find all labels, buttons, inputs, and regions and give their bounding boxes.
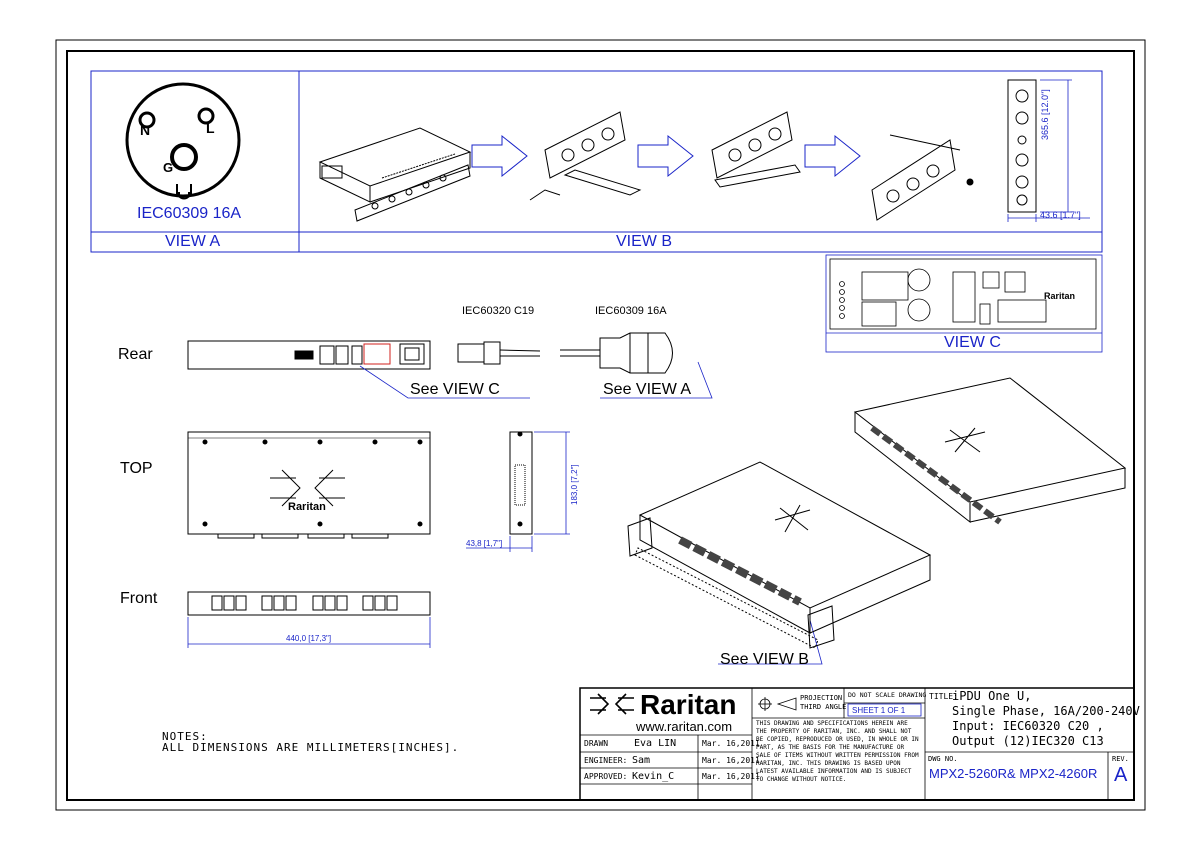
bracket-height-dimension: 365.6 [12.0"] xyxy=(1040,89,1050,140)
power-cord-connectors xyxy=(457,332,673,374)
engineer-name: Sam xyxy=(632,755,651,766)
bracket-dimension-lines xyxy=(1007,79,1090,222)
title-block-frame xyxy=(579,687,1135,801)
front-label: Front xyxy=(120,590,158,607)
view-a-label: VIEW A xyxy=(165,233,221,250)
disclaimer-text: THIS DRAWING AND SPECIFICATIONS HEREIN A… xyxy=(756,720,919,783)
top-view-drawing xyxy=(187,431,533,539)
raritan-logo-mark xyxy=(590,693,634,715)
connector-16a-label: IEC60309 16A xyxy=(595,305,667,317)
sheet-number: SHEET 1 OF 1 xyxy=(852,706,906,715)
view-c-raritan-logo: Raritan xyxy=(1044,291,1076,301)
engineer-label: ENGINEER: xyxy=(584,756,628,765)
title-label: TITLE: xyxy=(929,692,958,701)
top-label: TOP xyxy=(120,460,153,477)
side-height-dimension: 183,0 [7,2"] xyxy=(570,464,579,505)
title-line-4: Output (12)IEC320 C13 xyxy=(952,734,1104,748)
title-line-1: iPDU One U, xyxy=(952,689,1032,703)
front-width-dimension: 440,0 [17,3"] xyxy=(286,634,332,643)
view-a-socket-standard: IEC60309 16A xyxy=(137,205,242,222)
front-view-dimension-lines xyxy=(187,617,431,648)
see-view-b-label: See VIEW B xyxy=(720,651,809,668)
front-view-drawing xyxy=(187,591,431,616)
drawn-date: Mar. 16,2011 xyxy=(702,739,760,748)
approved-label: APPROVED: xyxy=(584,772,628,781)
rear-label: Rear xyxy=(118,346,153,363)
pin-g-label: G xyxy=(163,160,174,175)
drawn-label: DRAWN xyxy=(584,739,609,748)
view-b-label: VIEW B xyxy=(616,233,673,250)
top-views-frame xyxy=(90,70,1103,253)
side-view-dimension-lines xyxy=(466,431,570,552)
view-c-panel xyxy=(825,254,1103,353)
outer-border xyxy=(55,39,1146,811)
view-b-assembly-steps xyxy=(318,79,1037,222)
isometric-pdu-back xyxy=(853,377,1127,525)
iec60309-socket-drawing xyxy=(125,82,241,200)
dwg-number: MPX2-5260R& MPX2-4260R xyxy=(929,766,1098,781)
top-raritan-logo: Raritan xyxy=(288,501,326,513)
title-line-3: Input: IEC60320 C20 , xyxy=(952,719,1104,733)
notes-line-1: ALL DIMENSIONS ARE MILLIMETERS[INCHES]. xyxy=(162,741,460,754)
pin-l-label: L xyxy=(206,120,215,136)
see-view-c-label: See VIEW C xyxy=(410,381,500,398)
projection-type: THIRD ANGLE xyxy=(800,703,847,711)
side-width-dimension: 43,8 [1,7"] xyxy=(466,539,503,548)
view-c-label: VIEW C xyxy=(944,334,1001,351)
title-block-brand: Raritan xyxy=(640,689,737,720)
drawn-name: Eva LIN xyxy=(634,738,677,749)
projection-label: PROJECTION xyxy=(800,694,843,702)
do-not-scale-label: DO NOT SCALE DRAWING xyxy=(848,691,927,699)
approved-date: Mar. 16,2011 xyxy=(702,772,760,781)
pin-n-label: N xyxy=(140,122,151,138)
rev-value: A xyxy=(1114,764,1128,786)
isometric-pdu-front xyxy=(627,461,932,649)
title-block-website: www.raritan.com xyxy=(636,719,733,734)
rev-label: REV. xyxy=(1112,755,1129,763)
title-line-2: Single Phase, 16A/200-240V xyxy=(952,704,1140,718)
approved-name: Kevin_C xyxy=(632,771,675,782)
dwg-no-label: DWG NO. xyxy=(928,755,958,763)
rear-view-drawing xyxy=(187,340,431,370)
engineer-date: Mar. 16,2011 xyxy=(702,756,760,765)
notes-title: NOTES: xyxy=(162,730,208,743)
leader-lines xyxy=(359,361,823,665)
see-view-a-label: See VIEW A xyxy=(603,381,692,398)
bracket-width-dimension: 43.6 [1.7"] xyxy=(1040,210,1081,220)
connector-c19-label: IEC60320 C19 xyxy=(462,305,535,317)
